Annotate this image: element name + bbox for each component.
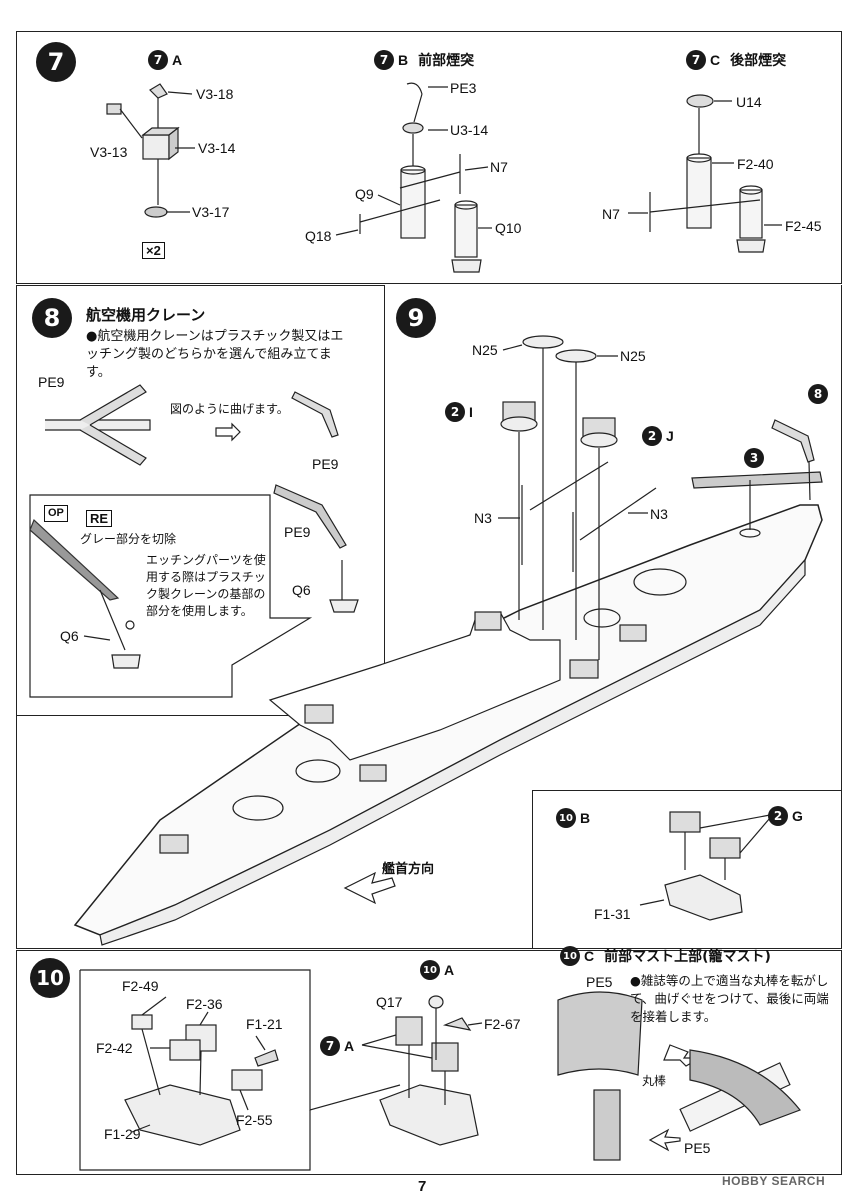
step-7-marker: 7 xyxy=(36,42,76,82)
ref-step-8-dot: 8 xyxy=(808,384,828,404)
ref-7a-label: 7 A xyxy=(320,1036,354,1056)
cut-note: グレー部分を切除 xyxy=(80,532,177,546)
step-10a-dot: 10 xyxy=(420,960,440,980)
etching-note: エッチングパーツを使用する際はプラスチック製クレーンの基部の部分を使用します。 xyxy=(146,553,266,618)
part-u14: U14 xyxy=(736,94,762,110)
part-f1-29: F1-29 xyxy=(104,1126,141,1142)
part-q6-a: Q6 xyxy=(292,582,311,598)
part-q9: Q9 xyxy=(355,186,374,202)
part-u3-14: U3-14 xyxy=(450,122,489,138)
step-8-note: ●航空機用クレーンはプラスチック製又はエッチング製のどちらかを選んで組み立てます… xyxy=(86,329,344,380)
ref-step-3: 3 xyxy=(744,448,764,468)
step-7a-dot: 7 xyxy=(148,50,168,70)
option-badge: OP xyxy=(44,505,68,522)
step-10a-label: 10 A xyxy=(420,960,454,980)
ref-2g-letter: G xyxy=(792,808,803,824)
part-q18: Q18 xyxy=(305,228,332,244)
watermark: HOBBY SEARCH xyxy=(722,1174,826,1188)
re-badge: RE xyxy=(86,510,113,527)
part-n25-a: N25 xyxy=(472,342,498,358)
step-10c-title: 前部マスト上部(籠マスト) xyxy=(604,949,771,965)
step-10-marker: 10 xyxy=(30,958,70,998)
step-10c-letter: C xyxy=(584,948,595,964)
step-7c-letter: C xyxy=(710,52,721,68)
step-10b-letter: B xyxy=(580,810,591,826)
ref-2g-label: 2 G xyxy=(768,806,803,826)
ref-7a-dot: 7 xyxy=(320,1036,340,1056)
part-pe9-a: PE9 xyxy=(38,374,65,390)
ref-2g-dot: 2 xyxy=(768,806,788,826)
step-10c-note: ●雑誌等の上で適当な丸棒を転がして、曲げぐせをつけて、最後に両端を接着します。 xyxy=(630,973,829,1024)
page-number: 7 xyxy=(418,1178,427,1195)
step-7b-letter: B xyxy=(398,52,409,68)
part-f2-40: F2-40 xyxy=(737,156,774,172)
step-7a-letter: A xyxy=(172,52,183,68)
step-10b-label: 10 B xyxy=(556,808,590,828)
step-7c-label: 7 C 後部煙突 xyxy=(686,50,786,70)
step-8-marker: 8 xyxy=(32,298,72,338)
part-v3-18: V3-18 xyxy=(196,86,234,102)
step-7c-dot: 7 xyxy=(686,50,706,70)
ref-step-3-dot: 3 xyxy=(744,448,764,468)
step-2i-dot: 2 xyxy=(445,402,465,422)
part-n3-a: N3 xyxy=(474,510,492,526)
step7-frame xyxy=(16,31,842,284)
part-f2-67: F2-67 xyxy=(484,1016,521,1032)
step-7b-dot: 7 xyxy=(374,50,394,70)
part-v3-14: V3-14 xyxy=(198,140,236,156)
bow-direction-label: 艦首方向 xyxy=(382,862,435,877)
part-pe5-a: PE5 xyxy=(586,974,613,990)
part-pe5-b: PE5 xyxy=(684,1140,711,1156)
bend-note: 図のように曲げます。 xyxy=(170,402,289,416)
step-2j-dot: 2 xyxy=(642,426,662,446)
step-10c-dot: 10 xyxy=(560,946,580,966)
part-n25-b: N25 xyxy=(620,348,646,364)
step-7b-title: 前部煙突 xyxy=(418,53,475,69)
step-8-title: 航空機用クレーン xyxy=(86,306,206,324)
multiplier-badge: ×2 xyxy=(142,242,165,259)
step-7c-title: 後部煙突 xyxy=(730,53,787,69)
step9-frame xyxy=(16,285,842,949)
part-v3-17: V3-17 xyxy=(192,204,230,220)
part-n3-b: N3 xyxy=(650,506,668,522)
part-f1-21: F1-21 xyxy=(246,1016,283,1032)
step-2j-label: 2 J xyxy=(642,426,674,446)
step-10a-letter: A xyxy=(444,962,455,978)
step-7b-label: 7 B 前部煙突 xyxy=(374,50,474,70)
step-9-marker: 9 xyxy=(396,298,436,338)
ref-7a-letter: A xyxy=(344,1038,355,1054)
step10-frame xyxy=(16,950,842,1175)
part-q6-b: Q6 xyxy=(60,628,79,644)
step-10b-dot: 10 xyxy=(556,808,576,828)
part-n7-b: N7 xyxy=(490,159,508,175)
part-f2-36: F2-36 xyxy=(186,996,223,1012)
step-2j-letter: J xyxy=(666,428,674,444)
part-f2-55: F2-55 xyxy=(236,1112,273,1128)
step-7a-label: 7 A xyxy=(148,50,182,70)
step-2i-label: 2 I xyxy=(445,402,473,422)
part-q17: Q17 xyxy=(376,994,403,1010)
part-pe9-c: PE9 xyxy=(284,524,311,540)
part-v3-13: V3-13 xyxy=(90,144,128,160)
part-q10: Q10 xyxy=(495,220,522,236)
part-f2-42: F2-42 xyxy=(96,1040,133,1056)
part-n7-c: N7 xyxy=(602,206,620,222)
step-10c-label: 10 C 前部マスト上部(籠マスト) xyxy=(560,946,771,966)
ref-step-8: 8 xyxy=(808,384,828,404)
part-pe9-b: PE9 xyxy=(312,456,339,472)
rod-label: 丸棒 xyxy=(642,1074,667,1088)
part-pe3: PE3 xyxy=(450,80,477,96)
step10b-frame xyxy=(532,790,842,949)
part-f2-49: F2-49 xyxy=(122,978,159,994)
part-f1-31: F1-31 xyxy=(594,906,631,922)
step-2i-letter: I xyxy=(469,404,473,420)
part-f2-45: F2-45 xyxy=(785,218,822,234)
